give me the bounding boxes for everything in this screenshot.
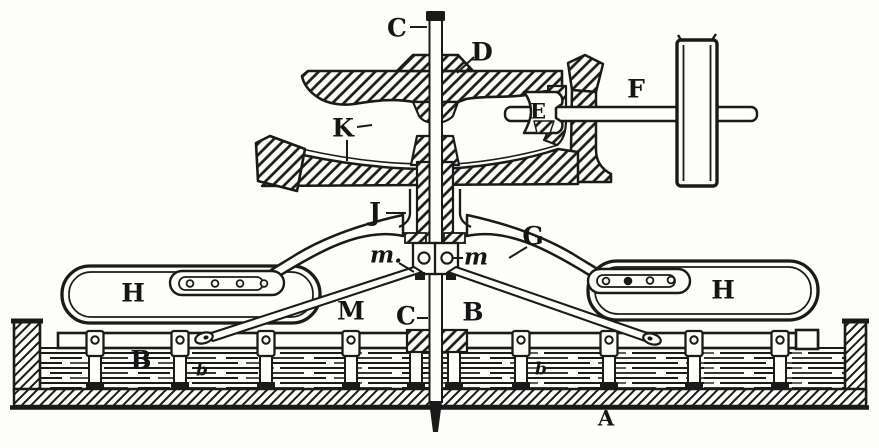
label-drive-shaft: F [627, 74, 645, 104]
collar-j [398, 189, 472, 229]
rail-clips [85, 329, 790, 358]
slot-plate-left [168, 269, 286, 297]
label-float-arm: G [522, 221, 544, 251]
label-float-left: H [121, 278, 145, 308]
label-upper-hub: D [471, 37, 493, 67]
label-leg-right: b [535, 359, 547, 380]
leader-lines [346, 26, 528, 319]
label-rail-right: B [462, 297, 484, 327]
lower-arm-left-cap [254, 134, 307, 193]
tie-rods [194, 265, 662, 346]
vertical-shaft-c [426, 11, 445, 432]
label-rail-left: B [130, 345, 152, 375]
label-shaft-lower: C [396, 301, 416, 331]
label-rail-mid: M [337, 296, 365, 326]
label-sleeve-hub: J [369, 197, 381, 227]
slot-plate-right [586, 267, 692, 295]
label-float-right: H [711, 275, 735, 305]
label-leg-left: b [196, 360, 208, 381]
label-pivot-right: m [463, 243, 489, 271]
label-trough: A [597, 405, 615, 431]
frame-post [566, 53, 605, 94]
label-pivot-left: m. [369, 241, 403, 269]
pivot-bracket [404, 232, 466, 280]
pulley-wheel [675, 33, 719, 188]
rail-end-block [794, 328, 820, 351]
trough-left-wall [12, 319, 42, 393]
label-lower-arm: K [332, 113, 354, 143]
tie-rod-left [203, 265, 424, 343]
label-bevel-bearing: E [529, 98, 547, 124]
label-shaft-top: C [387, 13, 407, 43]
